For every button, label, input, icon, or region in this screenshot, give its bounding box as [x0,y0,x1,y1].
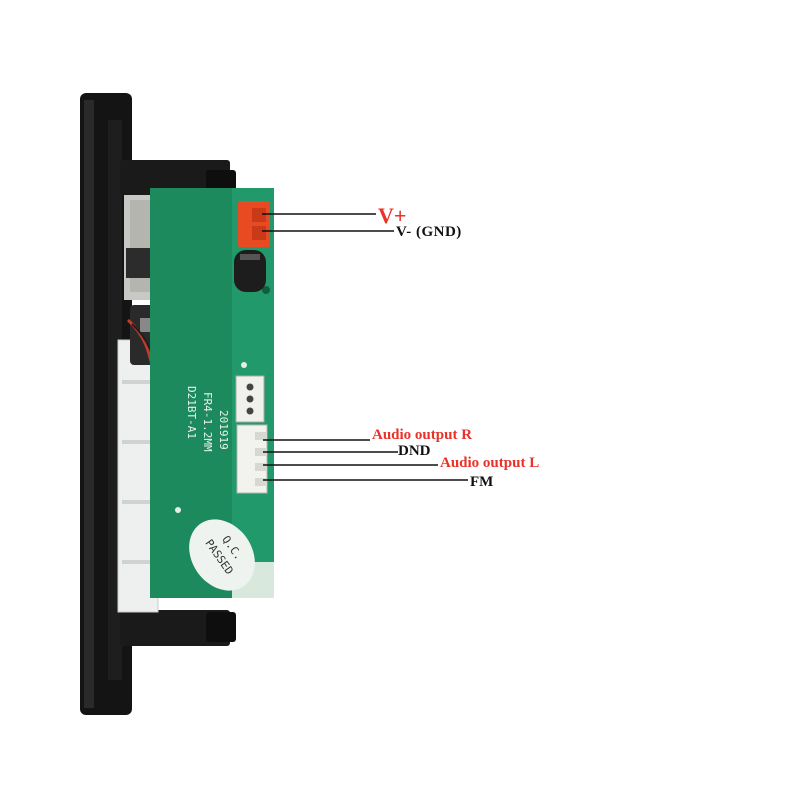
power-connector [238,201,270,247]
label-v-minus-gnd: V- (GND) [396,224,462,240]
housing-ribs [122,380,152,564]
label-fm: FM [470,474,494,490]
pcb-spec-marking: FR4-1.2MM [201,392,214,452]
label-dnd: DND [398,443,431,459]
qc-stamp: Q.C. PASSED [189,519,255,591]
pcb-date-marking: 201919 [217,410,230,450]
pcb-model-marking: D21BT-A1 [185,386,198,439]
label-v-plus: V+ [378,203,407,228]
label-audio-output-l: Audio output L [440,455,540,471]
label-audio-output-r: Audio output R [372,427,473,443]
three-pin-header [235,375,265,423]
four-pin-audio-connector [236,424,268,494]
capacitor [234,250,266,292]
mounting-posts [120,160,236,646]
leader-lines [262,213,468,481]
